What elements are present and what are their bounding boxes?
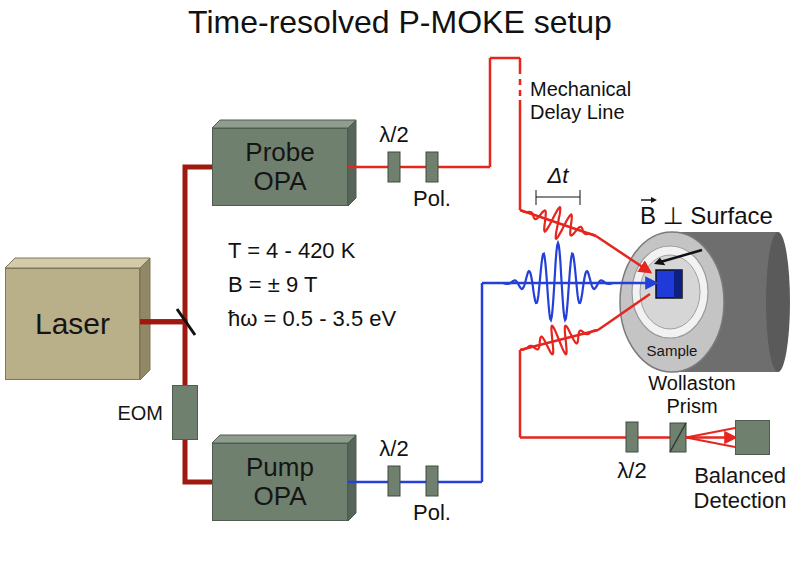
- diagram-title: Time-resolved P-MOKE setup: [0, 4, 800, 41]
- split-beam: [686, 428, 735, 438]
- delay-span: [536, 197, 580, 198]
- wollaston-prism: [670, 423, 686, 452]
- optic-label: Pol.: [413, 500, 451, 525]
- half-wave-plate: [388, 152, 400, 182]
- eom-box: EOM: [172, 385, 198, 440]
- cryostat-window: [640, 255, 700, 329]
- beam-connector: [185, 440, 212, 482]
- detector-box: Balanced Detection: [735, 420, 770, 455]
- polarizer: [426, 466, 438, 496]
- field-label: B ⊥ Surface: [640, 202, 773, 230]
- sample-holder: Sample: [620, 232, 724, 372]
- field-arrow: [662, 250, 702, 262]
- field-arrow-head: [654, 258, 665, 266]
- parameter-label: ħω = 0.5 - 3.5 eV: [228, 306, 396, 331]
- node-label: Probe OPA: [233, 138, 328, 196]
- box-top-face: [212, 435, 356, 443]
- split-beam: [686, 438, 735, 448]
- beam-line: [140, 322, 185, 385]
- box-side-face: [348, 120, 356, 206]
- beam-line: [140, 167, 212, 322]
- delay-label: Δt: [548, 163, 569, 188]
- node-label: EOM: [117, 401, 163, 423]
- node-label: Sample: [620, 343, 724, 360]
- beam-splitter: [177, 309, 195, 335]
- beam-line: [185, 440, 212, 482]
- prism-label: Wollaston Prism: [640, 372, 744, 418]
- opa-box: Pump OPA: [212, 443, 348, 521]
- half-wave-plate: [626, 422, 638, 452]
- light-pulse: [520, 326, 598, 355]
- box-top-face: [212, 120, 356, 128]
- wollaston-prism-interface: [670, 423, 686, 452]
- sample-square: [656, 270, 682, 298]
- cryostat-end: [766, 232, 790, 372]
- parameter-label: B = ± 9 T: [228, 272, 317, 297]
- laser-box: Laser: [5, 268, 140, 380]
- light-pulse: [520, 207, 596, 239]
- node-label: Pump OPA: [233, 453, 328, 511]
- cryostat-face: [620, 232, 724, 372]
- cryostat-window-ring: [632, 246, 708, 338]
- beam-line-dashed: [519, 68, 522, 100]
- node-label: Balanced Detection: [684, 464, 796, 513]
- optic-label: Pol.: [413, 186, 451, 211]
- box-side-face: [140, 258, 150, 380]
- beam-connector: [140, 167, 212, 322]
- polarizer: [426, 152, 438, 182]
- box-side-face: [348, 435, 356, 521]
- optic-label: λ/2: [379, 122, 408, 147]
- light-pulse: [503, 243, 613, 320]
- opa-box: Probe OPA: [212, 128, 348, 206]
- node-label: Laser: [35, 307, 110, 341]
- box-top-face: [5, 258, 150, 268]
- half-wave-plate: [388, 466, 400, 496]
- delay-line-label: Mechanical Delay Line: [530, 78, 652, 124]
- beam-connector: [140, 322, 185, 385]
- optic-label: λ/2: [617, 458, 646, 483]
- parameter-label: T = 4 - 420 K: [228, 238, 355, 263]
- sample-square-edge: [674, 270, 682, 298]
- optic-label: λ/2: [379, 436, 408, 461]
